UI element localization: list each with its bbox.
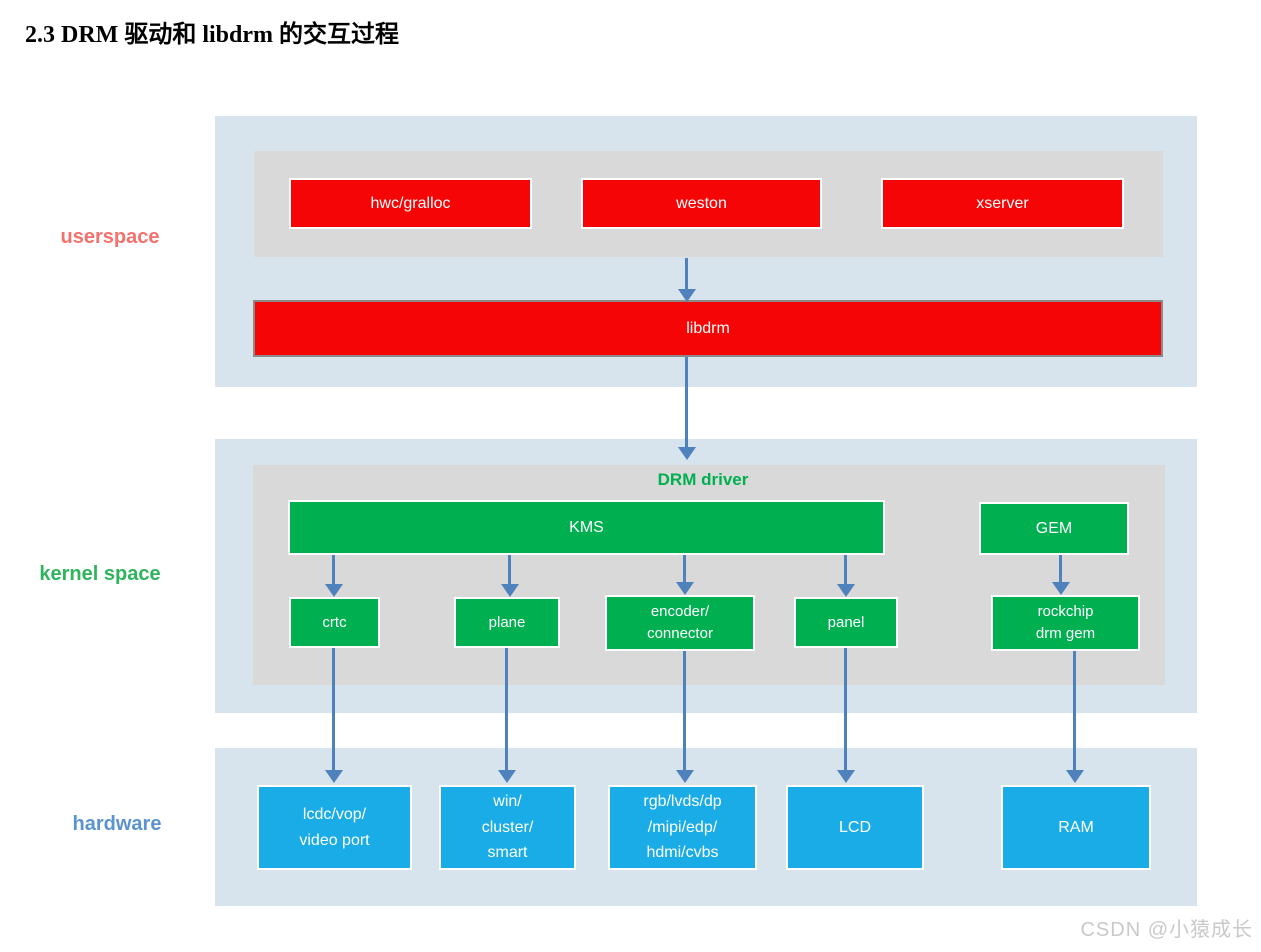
arrow-panel-to-lcd-icon <box>844 648 847 770</box>
arrow-kms-to-panel-icon <box>844 555 847 584</box>
page-title: 2.3 DRM 驱动和 libdrm 的交互过程 <box>25 22 399 48</box>
node-ram: RAM <box>1001 785 1151 870</box>
node-lcdc-vop-video-port: lcdc/vop/ video port <box>257 785 412 870</box>
node-rgb-lvds-dp-mipi-edp-hdmi-cvbs: rgb/lvds/dp /mipi/edp/ hdmi/cvbs <box>608 785 757 870</box>
arrow-plane-to-win-icon <box>505 648 508 770</box>
hardware-label: hardware <box>72 813 162 835</box>
arrow-kms-to-crtc-icon <box>332 555 335 584</box>
kernel-space-label: kernel space <box>39 563 161 585</box>
arrow-kms-to-encoder-connector-icon <box>683 555 686 582</box>
node-weston: weston <box>581 178 822 229</box>
node-xserver: xserver <box>881 178 1124 229</box>
node-hwc-gralloc: hwc/gralloc <box>289 178 532 229</box>
csdn-watermark: CSDN @小猿成长 <box>1080 919 1253 941</box>
node-crtc: crtc <box>289 597 380 648</box>
arrow-weston-to-libdrm-icon <box>685 258 688 289</box>
arrow-gem-to-rockchip-drm-gem-icon <box>1059 555 1062 582</box>
arrow-kms-to-plane-icon <box>508 555 511 584</box>
arrow-libdrm-to-drm-driver-icon <box>685 357 688 447</box>
node-panel: panel <box>794 597 898 648</box>
node-gem: GEM <box>979 502 1129 555</box>
arrow-rockchip-to-ram-icon <box>1073 651 1076 770</box>
node-encoder-connector: encoder/ connector <box>605 595 755 651</box>
drm-driver-container <box>253 465 1165 685</box>
node-plane: plane <box>454 597 560 648</box>
userspace-label: userspace <box>60 226 160 248</box>
node-lcd: LCD <box>786 785 924 870</box>
arrow-encoder-to-rgb-icon <box>683 651 686 770</box>
node-kms: KMS <box>288 500 885 555</box>
node-rockchip-drm-gem: rockchip drm gem <box>991 595 1140 651</box>
node-libdrm: libdrm <box>253 300 1163 357</box>
node-win-cluster-smart: win/ cluster/ smart <box>439 785 576 870</box>
drm-driver-title: DRM driver <box>657 470 749 489</box>
arrow-crtc-to-lcdc-icon <box>332 648 335 770</box>
